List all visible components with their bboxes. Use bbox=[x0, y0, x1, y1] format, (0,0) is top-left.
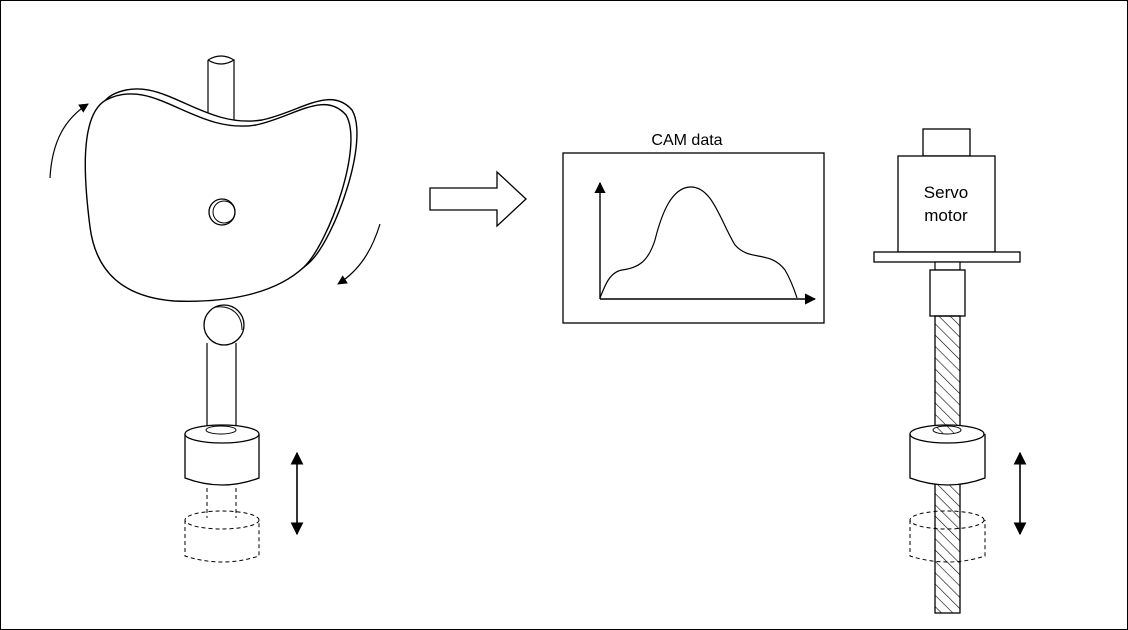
servo-motor-label-line1: Servo bbox=[924, 183, 968, 202]
ball-screw-nut bbox=[909, 424, 986, 486]
follower-collar-ghost bbox=[184, 488, 260, 563]
servo-motor-cap bbox=[922, 128, 971, 157]
servo-motor-label-line2: motor bbox=[924, 206, 968, 225]
cam-data-box bbox=[562, 152, 825, 324]
cam-plate bbox=[84, 93, 352, 302]
curved-rotation-arrow-icon bbox=[49, 103, 89, 179]
mechanical-cam-assembly bbox=[49, 55, 381, 563]
servo-assembly: Servo motor bbox=[873, 128, 1027, 614]
cam-profile-curve bbox=[599, 186, 798, 299]
servo-shaft-neck bbox=[934, 261, 961, 271]
shaft-coupling bbox=[929, 269, 966, 317]
servo-motor-body bbox=[897, 155, 996, 253]
ball-screw-nut-ghost bbox=[909, 510, 986, 563]
cam-data-panel: CAM data bbox=[562, 132, 825, 324]
follower-collar bbox=[184, 424, 260, 486]
hollow-right-arrow-icon bbox=[429, 170, 527, 228]
curved-rotation-arrow-icon bbox=[337, 223, 381, 285]
cam-hub bbox=[208, 198, 236, 226]
cam-follower-roller bbox=[203, 304, 245, 346]
follower-rod bbox=[206, 343, 237, 428]
servo-mounting-flange bbox=[873, 251, 1021, 263]
cam-data-title: CAM data bbox=[651, 132, 722, 149]
